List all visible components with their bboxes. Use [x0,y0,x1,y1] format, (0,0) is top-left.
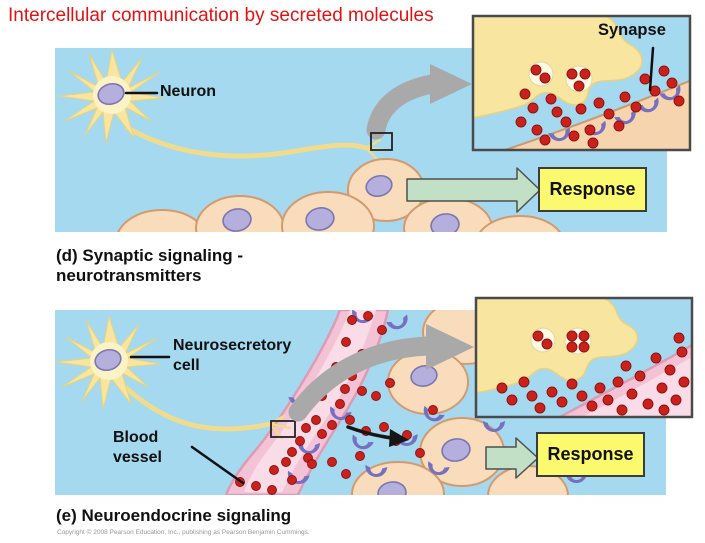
axon-d [125,125,369,159]
response-box-e: Response [536,432,645,477]
blood-vessel-label-line1: Blood [113,429,159,446]
panel-e-caption: (e) Neuroendocrine signaling [56,506,292,525]
synapse-pointer-line [648,46,655,92]
neurosecretory-label-line2: cell [173,357,200,374]
synapse-inset-border [471,14,692,152]
axon-e [123,385,273,432]
response-arrow-d [406,167,541,213]
hormone-dots-inset-e [496,332,690,416]
blood-vessel-label: Blood vessel [113,428,162,468]
response-box-d: Response [538,167,647,212]
panel-d-caption-line1: (d) Synaptic signaling - [56,246,244,265]
magnify-arrow-e [288,324,474,422]
hormone-dots-vessel [235,311,387,495]
neuron-label: Neuron [160,83,216,100]
magnify-arrow-d [366,64,472,140]
hormone-binding-arrow [346,425,409,447]
neurotransmitter-dots-inset-d [515,65,685,149]
neuroendocrine-inset-border [474,296,694,419]
panel-d-caption: (d) Synaptic signaling - neurotransmitte… [56,246,243,286]
neuroendocrine-inset [476,298,692,417]
presynaptic-terminal [473,16,643,119]
synapse-label: Synapse [598,21,666,39]
panel-d-caption-line2: neurotransmitters [56,266,202,285]
neurosecretory-label-line1: Neurosecretory [173,337,292,354]
blood-vessel-pointer-line [190,445,245,485]
synaptic-vesicles [528,61,593,93]
synapse-zoom-box [370,132,393,151]
neuron-illustration [58,49,164,144]
blood-vessel-label-line2: vessel [113,449,162,466]
target-cells-d [117,158,561,232]
synapse-inset [473,16,690,150]
response-label-e: Response [547,444,634,464]
response-arrow-e [485,437,539,479]
neurosecretory-cell-illustration [55,315,161,410]
secretory-vesicles [530,327,592,355]
slide-title: Intercellular communication by secreted … [8,5,434,26]
vessel-zoom-box [270,420,296,438]
copyright-line: Copyright © 2008 Pearson Education, Inc.… [57,529,310,536]
neurosecretory-label: Neurosecretory cell [173,336,291,376]
response-label-d: Response [549,179,636,199]
axon-terminal-branches-e [268,414,292,440]
